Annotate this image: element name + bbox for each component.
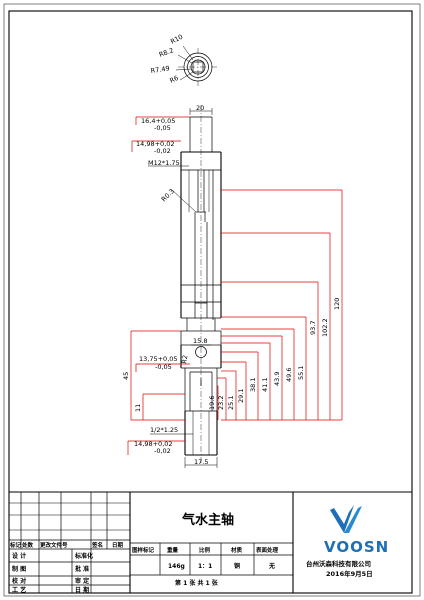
radius-r7-label: R7.49: [150, 64, 170, 75]
d14b-main-label: 14,98+0,02: [134, 440, 173, 448]
d14-tol-label: -0,02: [154, 147, 171, 155]
approval-standard: 标准化: [74, 552, 93, 560]
length-49-6-label: 49.6: [285, 368, 293, 382]
drawing-date: 2016年9月5日: [326, 569, 373, 578]
thread-half-inch-label: 1/2*1.25: [150, 426, 178, 434]
d15-8-label: 15.8: [193, 337, 207, 345]
radius-r03-label: R0.3: [160, 187, 176, 203]
length-55-1-label: 55.1: [297, 366, 305, 380]
company-name: 台州沃森科技有限公司: [306, 559, 371, 568]
role-check: 校 对: [12, 577, 26, 585]
width-17-5-label: 17.5: [194, 458, 208, 466]
approval-approve: 批 准: [75, 565, 89, 573]
length-38-1-label: 38.1: [249, 378, 257, 392]
d14-main-label: 14,98+0,02: [136, 140, 175, 148]
d14b-tol-label: -0,02: [154, 447, 171, 455]
approval-review: 审 定: [75, 577, 89, 585]
thread-m12-label: M12*1.75: [148, 159, 180, 167]
info-value-material: 铜: [234, 562, 240, 570]
info-value-surface: 无: [268, 563, 275, 570]
length-102-2-label: 102.2: [321, 318, 329, 337]
voosn-logo-icon: [330, 505, 362, 533]
role-design: 设 计: [12, 552, 26, 560]
role-drafting: 制 图: [12, 565, 26, 573]
rev-header-sign: 签名: [91, 541, 103, 549]
length-41-1-label: 41.1: [261, 378, 269, 392]
height-11-label: 11: [134, 404, 142, 412]
detail-view: R10 R8.2 R7.49 R6: [150, 33, 218, 86]
rev-header-file: 更改文件号: [40, 541, 68, 549]
length-23-2-label: 23.2: [217, 396, 225, 410]
info-value-weight: 146g: [168, 563, 185, 570]
role-process: 工 艺: [12, 586, 26, 594]
info-header-surface: 表面处理: [255, 546, 279, 554]
shaft-profile: [180, 105, 222, 465]
length-120-label: 120: [333, 298, 341, 310]
rev-header-date: 日期: [112, 541, 124, 549]
d16-main-label: 16,4+0,05: [141, 117, 175, 125]
d13-tol-label: -0,05: [155, 363, 172, 371]
radius-r10-label: R10: [169, 33, 184, 46]
length-19-6-label: 19.6: [208, 396, 216, 410]
rev-header-mark: 标记: [9, 541, 22, 549]
outer-border: [3, 3, 421, 597]
rev-header-count: 处数: [21, 541, 34, 549]
d13-main-label: 13,75+0,05: [139, 355, 178, 363]
part-name: 气水主轴: [182, 512, 234, 528]
info-header-mark: 图样标记: [132, 546, 155, 554]
d16-tol-label: -0,05: [154, 124, 171, 132]
length-29-1-label: 29.1: [237, 389, 245, 403]
width-20-label: 20: [196, 104, 204, 112]
radius-r6-label: R6: [168, 74, 179, 85]
sheet-count: 第 1 张 共 1 张: [174, 579, 219, 587]
length-dimensions: 19.6 23.2 25.1 29.1 38.1 41.1 43.9 49.6 …: [208, 189, 343, 421]
length-93-7-label: 93.7: [309, 321, 317, 335]
info-header-material: 材质: [231, 546, 243, 554]
radius-r8-label: R8.2: [158, 46, 175, 59]
title-block: 气水主轴 标记 处数 更改文件号 签名 日期 设 计 制 图 校 对 工 艺 标…: [9, 491, 412, 594]
length-25-1-label: 25.1: [227, 396, 235, 410]
approval-date: 日 期: [75, 586, 89, 594]
drawing-frame: [8, 10, 413, 594]
info-header-scale: 比例: [199, 546, 211, 554]
lower-dimensions: 15.8 13,75+0,05 -0,05 R2 45 11 1/2*1.25 …: [122, 330, 218, 468]
info-value-scale: 1：1: [198, 563, 212, 570]
top-dimensions: 20 16,4+0,05 -0,05 14,98+0,02 -0,02 M12*…: [131, 104, 213, 213]
height-45-label: 45: [122, 372, 130, 380]
brand-name: VOOSN: [324, 538, 389, 556]
info-header-weight: 重量: [167, 546, 179, 554]
radius-r2-label: R2: [180, 354, 189, 364]
length-43-9-label: 43.9: [273, 372, 281, 386]
